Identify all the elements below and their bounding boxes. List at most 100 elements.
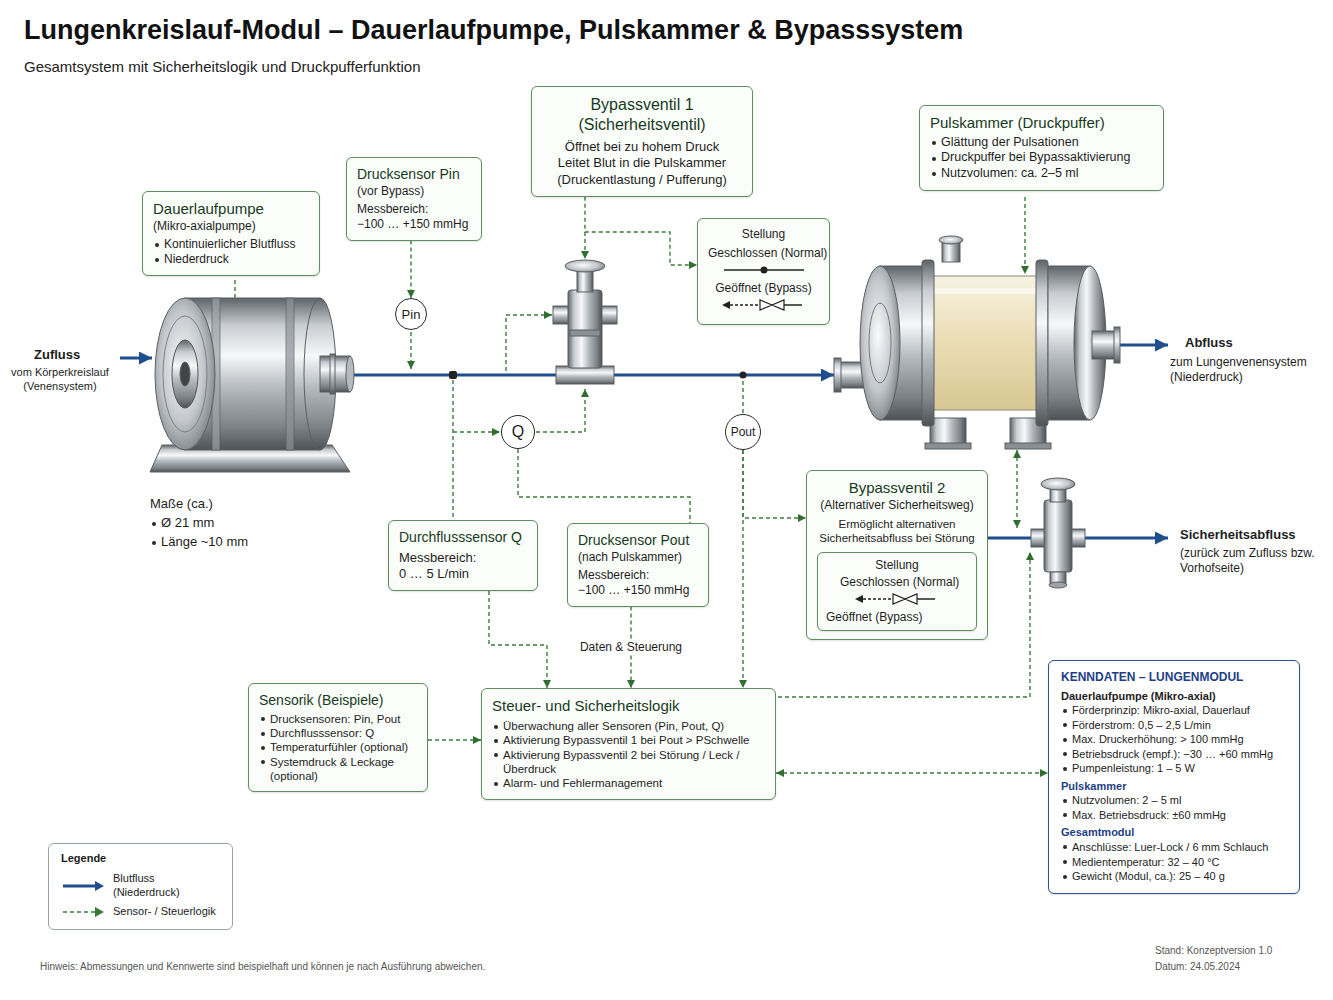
node-text: Kontinuierlicher Blutfluss [153, 237, 309, 252]
signal-line [453, 431, 500, 432]
annotation-label: Zufluss [34, 347, 80, 363]
node-text: Pout [731, 426, 756, 438]
pulse-chamber [834, 236, 1120, 449]
node-text: (vor Bypass) [357, 184, 471, 199]
node-text: Dauerlaufpumpe (Mikro-axial) [1061, 689, 1287, 704]
node-text: Steuer- und Sicherheitslogik [492, 697, 765, 716]
node-text: Aktivierung Bypassventil 1 bei Pout > PS… [492, 733, 765, 747]
junction-marker [740, 372, 747, 379]
spec-table: KENNDATEN – LUNGENMODULDauerlaufpumpe (M… [1048, 660, 1300, 894]
pulse-chamber [930, 418, 966, 444]
pulse-chamber [939, 236, 963, 244]
node-text: Nutzvolumen: 2 – 5 ml [1061, 793, 1287, 808]
bypass-valve-1 [568, 290, 602, 368]
bypass-valve-1 [570, 330, 600, 336]
legend-sample [61, 906, 105, 918]
annotation-label: Länge ~10 mm [150, 534, 248, 550]
annotation-label: Abfluss [1185, 335, 1233, 351]
annotation-label: Sicherheitsabfluss [1180, 527, 1296, 543]
legend-sample [95, 881, 104, 891]
continuous-pump [150, 298, 354, 472]
bypass-valve-1 [565, 260, 605, 272]
continuous-pump [172, 340, 198, 408]
node-text: Bypassventil 2 [817, 479, 977, 498]
legend-text: Sensor- / Steuerlogik [113, 905, 216, 919]
node-text: Durchflusssensor: Q [259, 726, 417, 740]
annotation-label: Ø 21 mm [150, 515, 214, 531]
blood-flow-line [120, 357, 152, 360]
annotation-label: (zurück zum Zufluss bzw. Vorhofseite) [1180, 546, 1320, 576]
diagram-caption: Gesamtsystem mit Sicherheitslogik und Dr… [24, 58, 421, 77]
node-text: Durchflusssensor Q [399, 529, 527, 547]
node-text: Max. Betriebsdruck: ±60 mmHg [1061, 808, 1287, 823]
node-text: Max. Druckerhöhung: > 100 mmHg [1061, 732, 1287, 747]
pulse-chamber [1005, 443, 1051, 449]
node-text: Förderstrom: 0,5 – 2,5 L/min [1061, 718, 1287, 733]
sensor-circle: Q [501, 415, 535, 449]
sensor-list-box: Sensorik (Beispiele) Drucksensoren: Pin, … [248, 683, 428, 792]
continuous-pump [180, 362, 190, 386]
annotation-label: Legende [61, 852, 220, 866]
bypass-valve-2 [1049, 582, 1067, 588]
annotation-label: Maße (ca.) [150, 496, 213, 512]
node-text: Druckpuffer bei Bypassaktivierung [930, 150, 1153, 166]
signal-line [584, 232, 585, 259]
node-text: Drucksensor Pout [578, 532, 698, 550]
blood-flow-line [1085, 537, 1168, 540]
sensor-circle: Pin [395, 298, 427, 330]
node-text: Systemdruck & Leckage (optional) [259, 755, 417, 784]
signal-connector [518, 449, 690, 523]
valve-open-symbol [716, 297, 812, 313]
node-text: Drucksensoren: Pin, Pout [259, 712, 417, 726]
position-box: StellungGeschlossen (Normal)Geöffnet (By… [817, 552, 977, 631]
node-text: Alarm- und Fehlermanagement [492, 776, 765, 790]
pulse-chamber [869, 303, 891, 383]
valve-open-symbol [855, 595, 863, 603]
valve-callout: Bypassventil 2(Alternativer Sicherheitsw… [806, 470, 988, 640]
node-text: Öffnet bei zu hohem Druck [542, 139, 742, 155]
signal-line [742, 380, 743, 413]
signal-connector [585, 197, 697, 265]
sensor-callout: Durchflusssensor QMessbereich:0 … 5 L/mi… [388, 520, 538, 591]
legend-sample [61, 880, 105, 892]
valve-open-symbol [893, 594, 917, 604]
connector-label: Daten & Steuerung [577, 640, 685, 655]
node-text: Ermöglicht alternativen Sicherheitsabflu… [817, 517, 977, 546]
node-text: Temperaturfühler (optional) [259, 740, 417, 754]
legend-sample [63, 884, 95, 887]
node-text: Bypassventil 1 (Sicherheitsventil) [542, 95, 742, 135]
bypass-valve-1 [553, 306, 569, 324]
node-text: 0 … 5 L/min [399, 566, 527, 582]
node-text: Stellung [708, 227, 819, 242]
valve-open-symbol [863, 598, 891, 600]
node-text: Sensorik (Beispiele) [259, 692, 417, 710]
blood-flow-line [1120, 344, 1168, 347]
signal-line [235, 197, 1030, 697]
node-text: Pin [402, 308, 421, 321]
annotation-label: Stand: Konzeptversion 1.0 [1155, 945, 1272, 958]
node-text: Glättung der Pulsationen [930, 135, 1153, 151]
signal-line [536, 389, 585, 432]
legend-row: Blutfluss (Niederdruck) [61, 872, 220, 900]
bypass-valve-1 [553, 260, 617, 384]
signal-connector [776, 772, 1048, 773]
node-text: Geöffnet (Bypass) [708, 281, 819, 296]
node-text: Betriebsdruck (empf.): −30 … +60 mmHg [1061, 747, 1287, 762]
pulse-chamber [930, 276, 1040, 410]
legend-sample [95, 907, 104, 917]
annotation-label: vom Körperkreislauf (Venensystem) [3, 366, 117, 394]
signal-connector [743, 450, 806, 518]
legend-box: LegendeBlutfluss (Niederdruck) Sensor- / … [48, 843, 233, 930]
node-text: Pumpenleistung: 1 – 5 W [1061, 761, 1287, 776]
annotation-label: zum Lungenvenensystem (Niederdruck) [1170, 355, 1320, 385]
valve-closed-symbol [760, 267, 767, 274]
node-text: −100 … +150 mmHg [357, 217, 471, 232]
signal-connector [428, 739, 481, 740]
node-text: Drucksensor Pin [357, 166, 471, 184]
bypass-valve-2 [1044, 500, 1072, 572]
node-text: Gesamtmodul [1061, 825, 1287, 840]
node-text: Anschlüsse: Luer-Lock / 6 mm Schlauch [1061, 840, 1287, 855]
continuous-pump [155, 298, 215, 450]
diagram-title: Lungenkreislauf-Modul – Dauerlaufpumpe, … [24, 14, 963, 48]
